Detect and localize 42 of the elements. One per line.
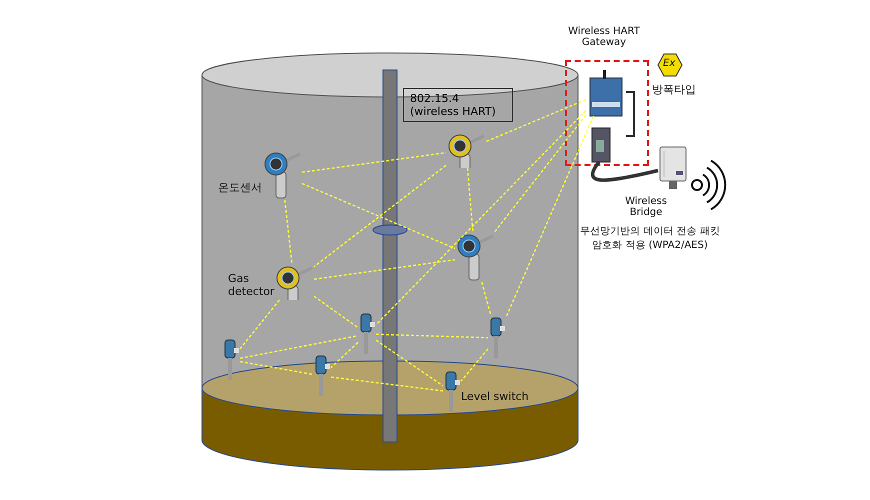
- device-label: Gas detector: [228, 272, 276, 298]
- symbol-text: Ex: [663, 58, 676, 69]
- level-switch-drawing: [358, 312, 376, 356]
- group-heading: Wireless HART Gateway: [567, 26, 641, 48]
- wireless-link: [486, 98, 586, 142]
- wireless-link: [376, 340, 444, 386]
- cable: [591, 160, 658, 182]
- device-label: Wireless Bridge: [624, 196, 668, 218]
- wireless-link: [481, 282, 492, 316]
- wireless-link: [240, 300, 280, 350]
- level-switch-drawing: [488, 316, 506, 360]
- wireless-link: [284, 200, 293, 264]
- temperature-transmitter-drawing: [262, 150, 302, 200]
- interface-module-drawing: [590, 126, 612, 164]
- temperature-transmitter-drawing: [455, 232, 495, 282]
- wireless-link: [314, 164, 446, 268]
- wireless-link: [376, 334, 488, 338]
- gateway-drawing: [588, 70, 624, 118]
- label-box: 802.15.4 (wireless HART): [403, 88, 513, 122]
- device-label: 온도센서: [218, 180, 262, 195]
- wireless-link: [460, 348, 488, 382]
- device-label: Level switch: [461, 390, 529, 403]
- wireless-link: [376, 110, 586, 326]
- wireless-link: [330, 342, 358, 368]
- level-switch-drawing: [313, 354, 331, 398]
- wireless-bridge-drawing: [658, 145, 688, 190]
- wireless-link: [466, 168, 474, 232]
- wireless-link: [240, 360, 314, 376]
- wireless-link: [240, 335, 358, 359]
- note-text: 방폭타입: [652, 82, 696, 97]
- wireless-link: [302, 152, 446, 173]
- level-switch-drawing: [222, 338, 240, 382]
- wireless-link: [330, 376, 444, 392]
- gas-detector-drawing: [274, 264, 314, 300]
- device-label: 무선망기반의 데이터 전송 패킷 암호화 적용 (WPA2/AES): [579, 225, 721, 252]
- wireless-link: [494, 114, 587, 232]
- wireless-link: [505, 116, 594, 318]
- wireless-link: [314, 296, 358, 328]
- wireless-link: [302, 182, 456, 250]
- gas-detector-drawing: [446, 132, 486, 168]
- wireless-link: [314, 259, 456, 280]
- level-switch-drawing: [443, 370, 461, 414]
